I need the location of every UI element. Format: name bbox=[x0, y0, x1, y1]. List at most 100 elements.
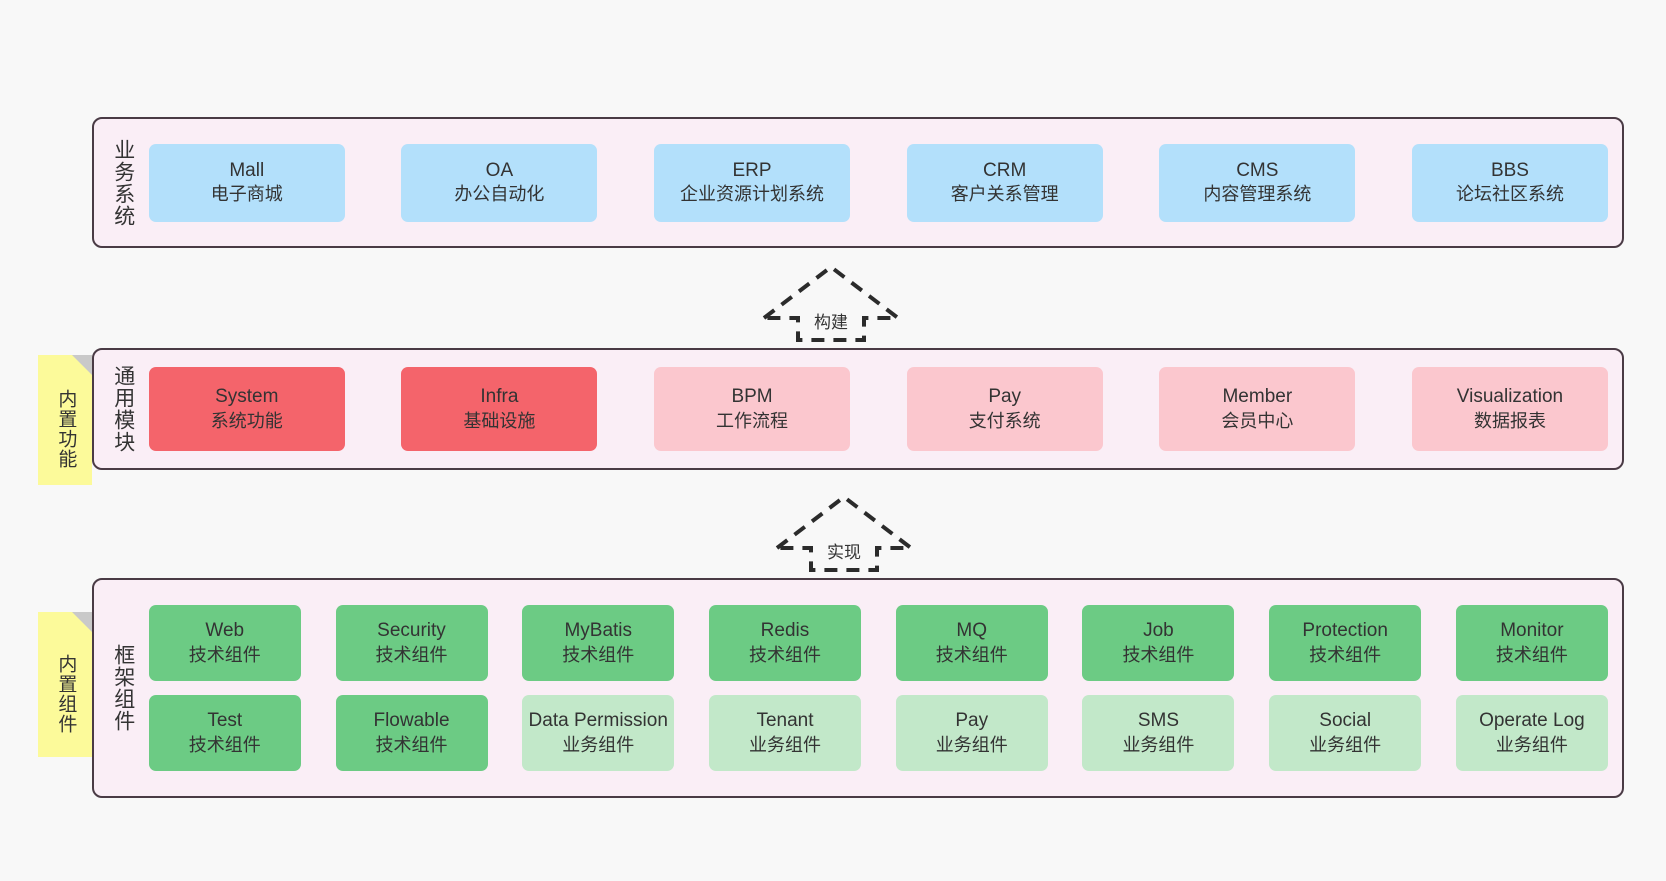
card-title: CRM bbox=[983, 159, 1027, 181]
framework-row-tech: Web 技术组件 Security 技术组件 MyBatis 技术组件 Redi… bbox=[148, 605, 1608, 681]
card-infra[interactable]: Infra 基础设施 bbox=[401, 367, 598, 451]
card-title: Protection bbox=[1302, 620, 1388, 642]
card-test[interactable]: Test 技术组件 bbox=[148, 695, 301, 771]
layer-module: 通用模块 System 系统功能 Infra 基础设施 BPM 工作流程 Pay… bbox=[92, 348, 1624, 470]
card-title: Security bbox=[377, 620, 446, 642]
card-title: OA bbox=[485, 159, 514, 181]
card-protection[interactable]: Protection 技术组件 bbox=[1269, 605, 1422, 681]
card-subtitle: 业务组件 bbox=[935, 734, 1008, 755]
card-mall[interactable]: Mall 电子商城 bbox=[148, 143, 345, 222]
connector-implement-label: 实现 bbox=[827, 543, 861, 562]
card-title: MyBatis bbox=[564, 620, 633, 642]
card-web[interactable]: Web 技术组件 bbox=[148, 605, 301, 681]
card-pay[interactable]: Pay 支付系统 bbox=[906, 367, 1103, 451]
card-subtitle: 数据报表 bbox=[1473, 410, 1546, 431]
note-label: 内置功能 bbox=[55, 389, 77, 469]
card-subtitle: 技术组件 bbox=[375, 644, 448, 665]
framework-card-grid: Web 技术组件 Security 技术组件 MyBatis 技术组件 Redi… bbox=[141, 580, 1622, 796]
card-subtitle: 技术组件 bbox=[1122, 644, 1195, 665]
card-subtitle: 论坛社区系统 bbox=[1455, 184, 1564, 205]
card-subtitle: 支付系统 bbox=[968, 410, 1041, 431]
module-card-list: System 系统功能 Infra 基础设施 BPM 工作流程 Pay 支付系统… bbox=[141, 350, 1622, 468]
card-oa[interactable]: OA 办公自动化 bbox=[401, 143, 598, 222]
card-title: Flowable bbox=[373, 710, 450, 732]
card-title: Data Permission bbox=[528, 710, 668, 732]
note-label: 内置组件 bbox=[55, 653, 77, 734]
card-subtitle: 业务组件 bbox=[1309, 734, 1382, 755]
card-bbs[interactable]: BBS 论坛社区系统 bbox=[1411, 143, 1608, 222]
card-member[interactable]: Member 会员中心 bbox=[1159, 367, 1356, 451]
card-subtitle: 会员中心 bbox=[1221, 410, 1294, 431]
layer-business-caption: 业务系统 bbox=[111, 138, 135, 227]
card-subtitle: 技术组件 bbox=[748, 644, 821, 665]
card-title: Infra bbox=[480, 386, 519, 408]
connector-implement: 实现 bbox=[773, 492, 915, 574]
card-redis[interactable]: Redis 技术组件 bbox=[708, 605, 861, 681]
note-builtin-component: 内置组件 bbox=[38, 612, 92, 757]
card-title: Web bbox=[205, 620, 245, 642]
card-mq[interactable]: MQ 技术组件 bbox=[895, 605, 1048, 681]
layer-framework-caption: 框架组件 bbox=[111, 644, 135, 732]
card-cms[interactable]: CMS 内容管理系统 bbox=[1159, 143, 1356, 222]
card-sms[interactable]: SMS 业务组件 bbox=[1082, 695, 1235, 771]
card-subtitle: 工作流程 bbox=[716, 410, 789, 431]
card-pay-component[interactable]: Pay 业务组件 bbox=[895, 695, 1048, 771]
card-title: Operate Log bbox=[1479, 710, 1585, 732]
card-title: Job bbox=[1143, 620, 1174, 642]
card-subtitle: 技术组件 bbox=[375, 734, 448, 755]
card-subtitle: 基础设施 bbox=[463, 410, 536, 431]
card-erp[interactable]: ERP 企业资源计划系统 bbox=[654, 143, 851, 222]
card-visualization[interactable]: Visualization 数据报表 bbox=[1411, 367, 1608, 451]
card-social[interactable]: Social 业务组件 bbox=[1269, 695, 1422, 771]
card-bpm[interactable]: BPM 工作流程 bbox=[654, 367, 851, 451]
card-title: Pay bbox=[988, 386, 1022, 408]
card-title: CMS bbox=[1236, 159, 1279, 181]
card-title: Visualization bbox=[1456, 386, 1564, 408]
card-title: BPM bbox=[731, 386, 773, 408]
card-subtitle: 技术组件 bbox=[188, 734, 261, 755]
card-system[interactable]: System 系统功能 bbox=[148, 367, 345, 451]
card-subtitle: 技术组件 bbox=[188, 644, 261, 665]
card-subtitle: 技术组件 bbox=[935, 644, 1008, 665]
card-title: Pay bbox=[955, 710, 989, 732]
card-subtitle: 技术组件 bbox=[562, 644, 635, 665]
card-subtitle: 内容管理系统 bbox=[1203, 184, 1312, 205]
card-mybatis[interactable]: MyBatis 技术组件 bbox=[522, 605, 675, 681]
card-title: Monitor bbox=[1500, 620, 1564, 642]
card-operate-log[interactable]: Operate Log 业务组件 bbox=[1455, 695, 1608, 771]
card-subtitle: 技术组件 bbox=[1495, 644, 1568, 665]
card-subtitle: 业务组件 bbox=[562, 734, 635, 755]
card-title: Tenant bbox=[756, 710, 814, 732]
card-crm[interactable]: CRM 客户关系管理 bbox=[906, 143, 1103, 222]
connector-build-label: 构建 bbox=[814, 313, 848, 332]
card-job[interactable]: Job 技术组件 bbox=[1082, 605, 1235, 681]
card-title: Mall bbox=[229, 159, 265, 181]
card-title: Redis bbox=[760, 620, 810, 642]
layer-business: 业务系统 Mall 电子商城 OA 办公自动化 ERP 企业资源计划系统 CRM… bbox=[92, 117, 1624, 248]
card-data-permission[interactable]: Data Permission 业务组件 bbox=[522, 695, 675, 771]
card-subtitle: 业务组件 bbox=[1122, 734, 1195, 755]
layer-framework: 框架组件 Web 技术组件 Security 技术组件 MyBatis 技术组件… bbox=[92, 578, 1624, 798]
card-flowable[interactable]: Flowable 技术组件 bbox=[335, 695, 488, 771]
card-title: Member bbox=[1222, 386, 1293, 408]
layer-module-caption: 通用模块 bbox=[111, 365, 135, 453]
framework-row-business: Test 技术组件 Flowable 技术组件 Data Permission … bbox=[148, 695, 1608, 771]
card-security[interactable]: Security 技术组件 bbox=[335, 605, 488, 681]
dashed-up-arrow-icon bbox=[773, 494, 915, 572]
card-title: BBS bbox=[1490, 159, 1529, 181]
card-monitor[interactable]: Monitor 技术组件 bbox=[1455, 605, 1608, 681]
card-title: ERP bbox=[732, 159, 772, 181]
dashed-up-arrow-icon bbox=[760, 264, 902, 342]
business-card-list: Mall 电子商城 OA 办公自动化 ERP 企业资源计划系统 CRM 客户关系… bbox=[141, 119, 1622, 246]
card-title: System bbox=[215, 386, 279, 408]
card-subtitle: 企业资源计划系统 bbox=[680, 184, 825, 205]
card-title: MQ bbox=[956, 620, 987, 642]
card-subtitle: 电子商城 bbox=[210, 184, 283, 205]
card-subtitle: 系统功能 bbox=[210, 410, 283, 431]
connector-build: 构建 bbox=[760, 262, 902, 344]
card-subtitle: 办公自动化 bbox=[454, 184, 545, 205]
note-builtin-function: 内置功能 bbox=[38, 355, 92, 485]
card-subtitle: 业务组件 bbox=[748, 734, 821, 755]
card-tenant[interactable]: Tenant 业务组件 bbox=[708, 695, 861, 771]
